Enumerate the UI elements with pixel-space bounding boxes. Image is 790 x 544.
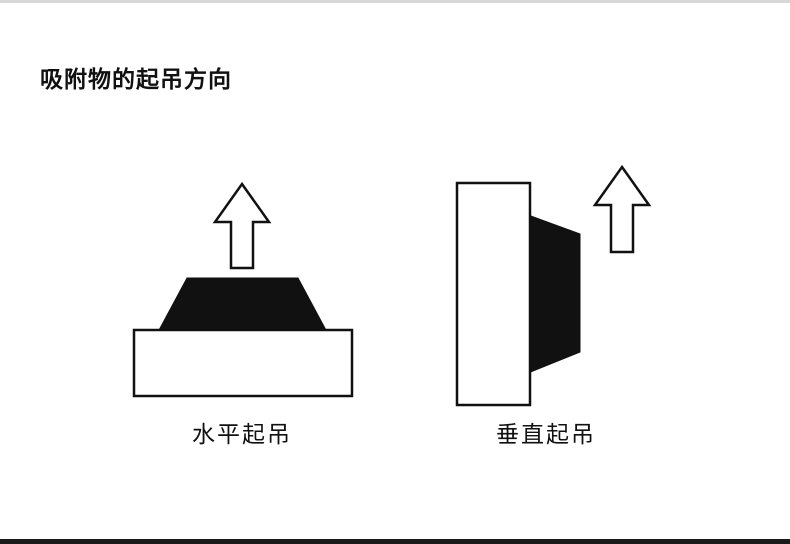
vertical-lift-label: 垂直起吊 bbox=[496, 421, 596, 447]
horizontal-lift-label: 水平起吊 bbox=[192, 421, 292, 447]
bottom-border-line bbox=[0, 539, 790, 544]
horizontal-up-arrow-icon bbox=[212, 181, 272, 270]
vertical-up-arrow-icon bbox=[592, 164, 652, 254]
vertical-magnet-block bbox=[527, 214, 581, 374]
vertical-workpiece-plate bbox=[455, 181, 532, 407]
top-border-line bbox=[0, 0, 790, 3]
horizontal-workpiece-plate bbox=[132, 328, 354, 398]
page-title: 吸附物的起吊方向 bbox=[40, 66, 232, 92]
horizontal-magnet-block bbox=[157, 277, 328, 333]
